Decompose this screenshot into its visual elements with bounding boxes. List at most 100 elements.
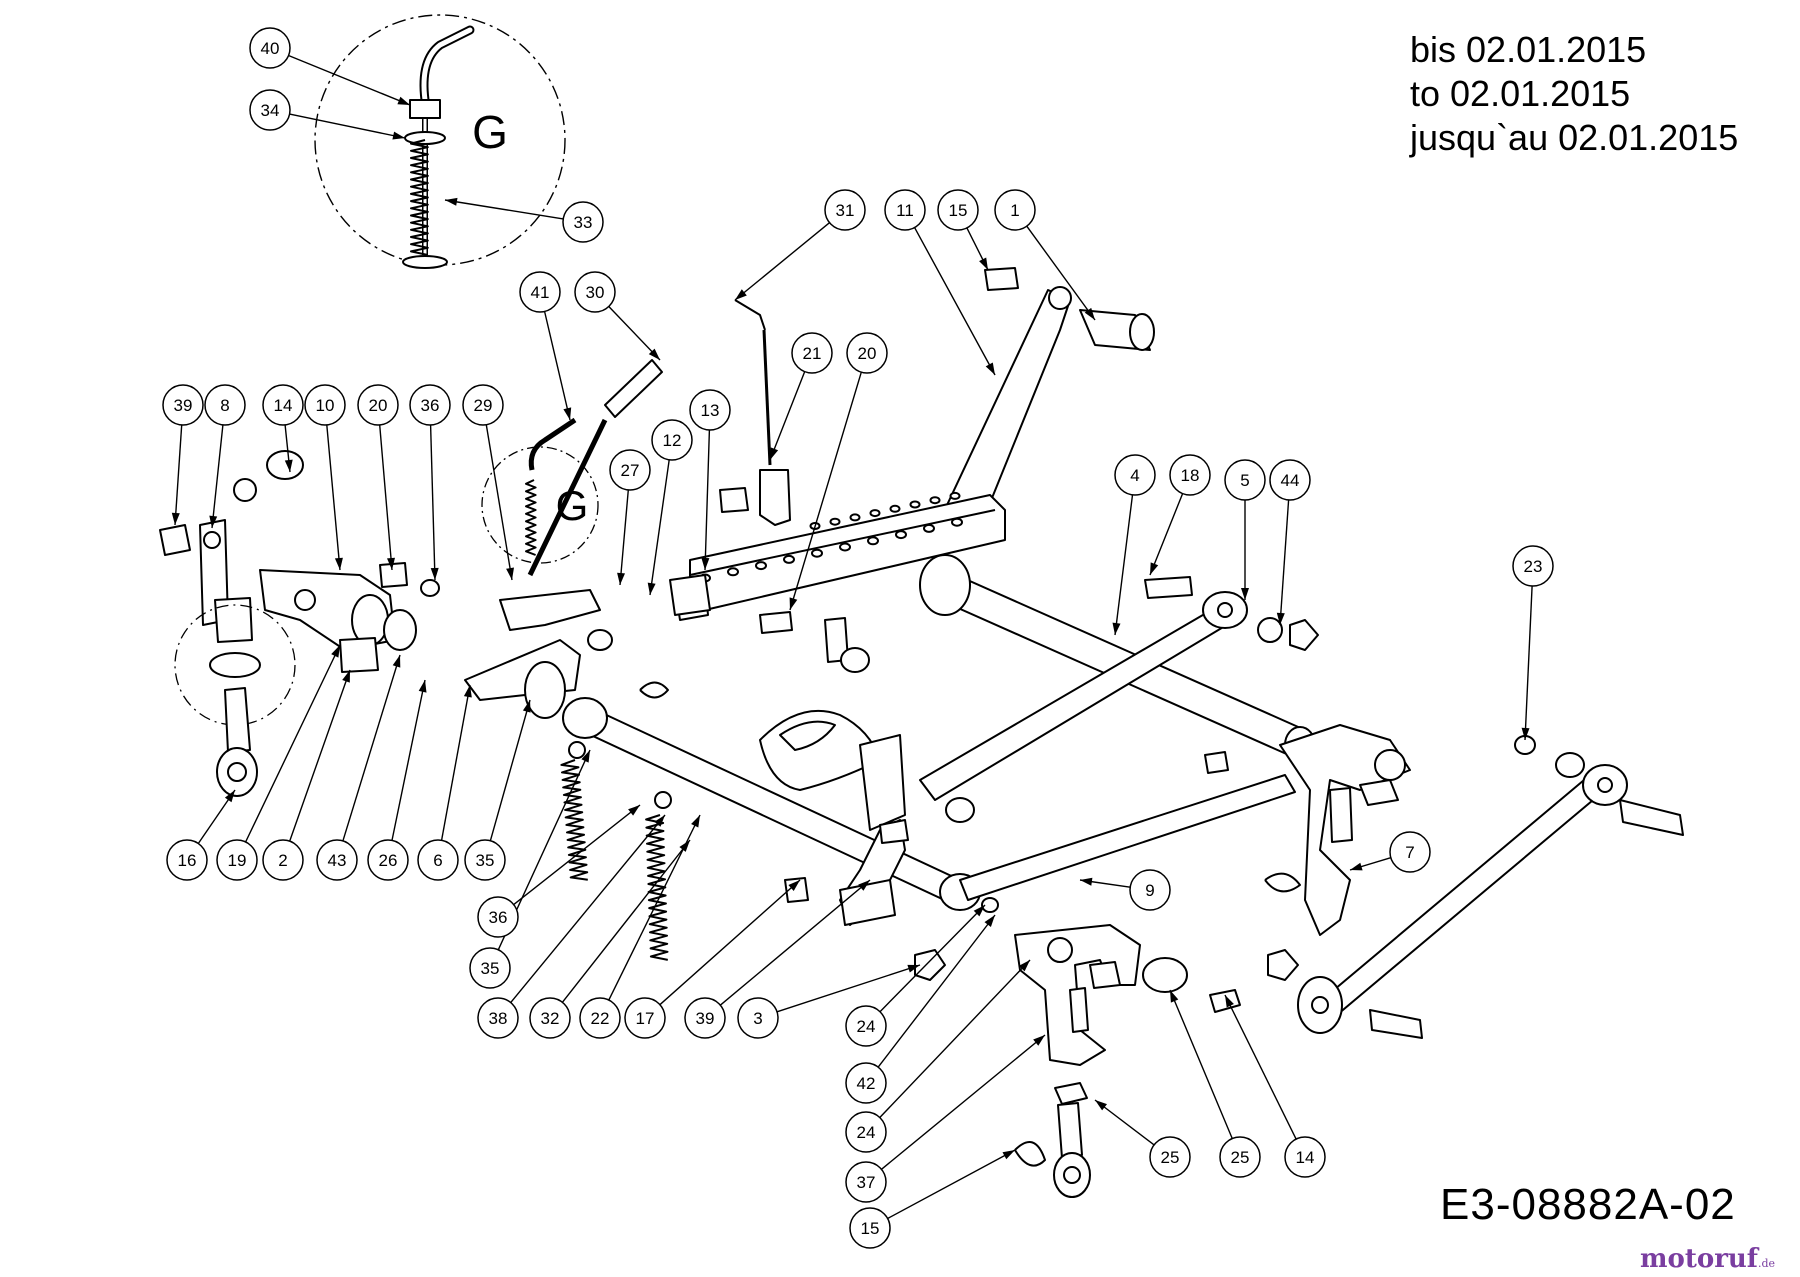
- link-12: [499, 589, 601, 631]
- detail-nut-40: [409, 99, 441, 119]
- detail-circle-g-small: [481, 446, 599, 564]
- callout-5: 5: [1224, 459, 1266, 501]
- callout-leader: [608, 306, 661, 361]
- callout-bubble: [1284, 1136, 1326, 1178]
- callout-arrowhead: [342, 670, 350, 683]
- bar-hole: [951, 517, 963, 527]
- callout-number: 20: [369, 396, 388, 415]
- callout-bubble: [1224, 459, 1266, 501]
- callout-arrowhead: [581, 750, 590, 763]
- callout-16: 16: [166, 839, 208, 881]
- callout-arrowhead: [691, 815, 700, 828]
- callout-leader: [879, 904, 986, 1013]
- callout-bubble: [845, 1111, 887, 1153]
- lever-3-base: [839, 879, 896, 926]
- callout-arrowhead: [1112, 622, 1121, 635]
- callout-number: 2: [278, 851, 287, 870]
- callout-bubble: [249, 27, 291, 69]
- callout-arrowhead: [985, 362, 995, 375]
- callout-number: 8: [220, 396, 229, 415]
- callout-bubble: [1219, 1136, 1261, 1178]
- callout-leader: [734, 222, 830, 301]
- callout-bubble: [477, 997, 519, 1039]
- callout-32: 32: [529, 997, 571, 1039]
- date-line-de: bis 02.01.2015: [1410, 29, 1647, 70]
- callout-4: 4: [1114, 454, 1156, 496]
- callout-number: 24: [857, 1123, 876, 1142]
- bracket-37-hole: [1047, 937, 1073, 963]
- drawing-number: E3-08882A-02: [1440, 1180, 1736, 1229]
- bar-hole: [889, 504, 901, 513]
- callout-bubble: [464, 839, 506, 881]
- callout-21: 21: [791, 332, 833, 374]
- callout-bubble: [1389, 831, 1431, 873]
- callout-leader: [1114, 494, 1134, 636]
- callout-2: 2: [262, 839, 304, 881]
- callout-bubble: [357, 384, 399, 426]
- plate-7-slot: [1329, 787, 1353, 843]
- callout-arrowhead: [858, 880, 870, 891]
- callout-leader: [619, 489, 629, 586]
- callout-number: 42: [857, 1074, 876, 1093]
- eyebolt-16-shank: [224, 687, 251, 753]
- callout-leader: [659, 879, 801, 1006]
- callout-leader: [485, 424, 513, 581]
- clip-17: [639, 681, 669, 699]
- callout-leader: [704, 429, 711, 571]
- callout-arrowhead: [463, 685, 472, 698]
- callout-37: 37: [845, 1161, 887, 1203]
- validity-dates: bis 02.01.2015 to 02.01.2015 jusqu`au 02…: [1410, 28, 1738, 160]
- callout-arrowhead: [1150, 562, 1159, 575]
- callout-bubble: [1129, 869, 1171, 911]
- callout-leader: [1094, 1099, 1155, 1146]
- detail-circle-16: [174, 604, 296, 726]
- callout-arrowhead: [1002, 1150, 1015, 1160]
- tube-4-end-left: [919, 554, 971, 616]
- callout-arrowhead: [224, 790, 235, 803]
- callout-bubble: [367, 839, 409, 881]
- washer-14: [1142, 957, 1188, 993]
- callout-number: 21: [803, 344, 822, 363]
- callout-number: 20: [858, 344, 877, 363]
- callout-bubble: [624, 997, 666, 1039]
- callout-leader: [513, 804, 641, 906]
- washer-36-left: [420, 579, 440, 597]
- callout-number: 13: [701, 401, 720, 420]
- callout-leader: [543, 311, 571, 421]
- small-g-rod: [528, 417, 577, 471]
- callout-number: 31: [836, 201, 855, 220]
- callout-9: 9: [1129, 869, 1171, 911]
- callout-number: 34: [261, 101, 280, 120]
- callout-leader: [769, 371, 806, 461]
- callout-leader: [1169, 989, 1233, 1139]
- callout-36: 36: [409, 384, 451, 426]
- grip-1-end: [1129, 313, 1155, 351]
- clip-right: [1264, 872, 1301, 893]
- callout-bubble: [529, 997, 571, 1039]
- callout-number: 44: [1281, 471, 1300, 490]
- callout-40: 40: [249, 27, 291, 69]
- callout-arrowhead: [984, 915, 995, 927]
- callout-leader: [913, 227, 996, 376]
- callout-8: 8: [204, 384, 246, 426]
- eyebolt-16-hole: [227, 762, 247, 782]
- callout-leader: [326, 424, 341, 571]
- callout-arrowhead: [563, 407, 572, 420]
- callout-arrowhead: [648, 348, 660, 360]
- callout-arrowhead: [617, 572, 625, 585]
- callout-6: 6: [417, 839, 459, 881]
- bar-13-edge: [689, 509, 996, 576]
- bar-hole: [783, 554, 795, 564]
- callout-arrowhead: [907, 964, 920, 973]
- callout-number: 18: [1181, 466, 1200, 485]
- spring-38-hook-top: [568, 741, 586, 759]
- rod-41: [527, 418, 608, 577]
- callout-leader: [887, 1149, 1016, 1220]
- callout-leader: [244, 644, 341, 843]
- callout-bubble: [609, 449, 651, 491]
- nut-right-mid: [1204, 751, 1229, 774]
- callout-leader: [289, 113, 406, 139]
- bar-hole: [839, 542, 851, 552]
- callout-leader: [1279, 499, 1290, 626]
- callout-39: 39: [162, 384, 204, 426]
